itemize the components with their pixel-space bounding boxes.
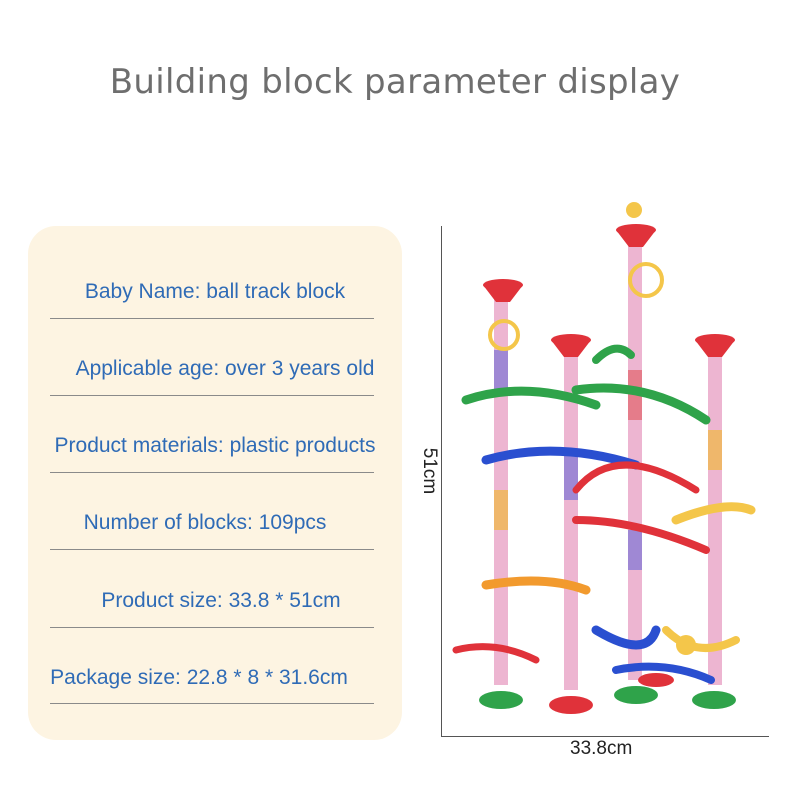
width-label: 33.8cm xyxy=(570,738,633,759)
width-dimension-line xyxy=(441,736,769,737)
marble-run-toy-image xyxy=(452,202,756,714)
spec-age: Applicable age: over 3 years old xyxy=(75,357,375,380)
spec-package-size: Package size: 22.8 * 8 * 31.6cm xyxy=(50,666,348,689)
spec-divider xyxy=(50,395,374,396)
spec-divider xyxy=(50,703,374,704)
spec-panel: Baby Name: ball track block Applicable a… xyxy=(28,226,402,740)
spec-baby-name: Baby Name: ball track block xyxy=(84,280,346,303)
bases xyxy=(479,673,736,714)
spec-product-size: Product size: 33.8 * 51cm xyxy=(101,589,341,612)
tower-left xyxy=(494,295,508,685)
wheels xyxy=(488,262,696,655)
spec-divider xyxy=(50,318,374,319)
spec-materials: Product materials: plastic products xyxy=(54,434,376,457)
spec-blocks: Number of blocks: 109pcs xyxy=(83,511,327,534)
spec-divider xyxy=(50,549,374,550)
marble xyxy=(626,202,642,218)
tracks xyxy=(452,344,756,684)
height-dimension-line xyxy=(441,226,442,736)
funnels xyxy=(483,224,735,357)
page-title: Building block parameter display xyxy=(109,62,681,102)
spec-divider xyxy=(50,627,374,628)
height-label: 51cm xyxy=(419,447,441,495)
tower-right xyxy=(708,355,722,685)
spec-divider xyxy=(50,472,374,473)
